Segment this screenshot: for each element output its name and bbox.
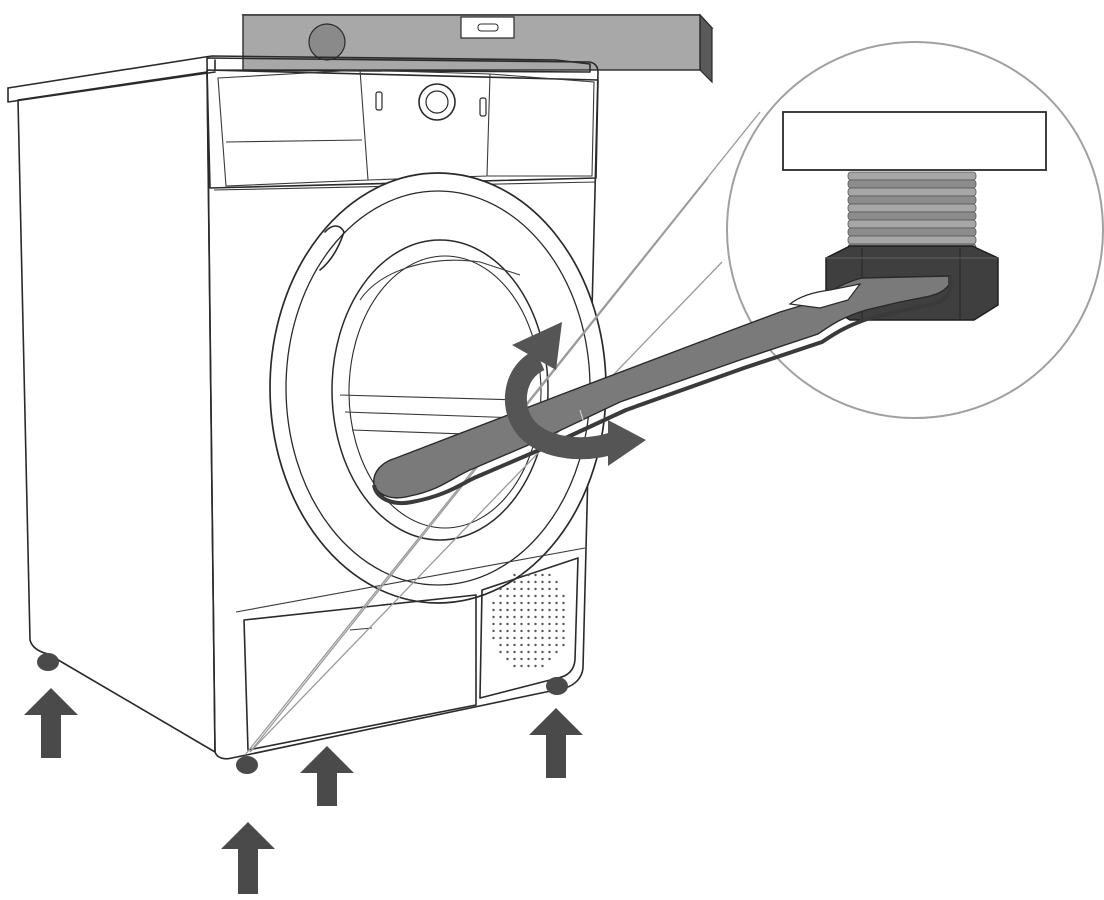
up-arrow-icon [221, 822, 275, 894]
indicator-light-left [375, 91, 383, 111]
up-arrow-icon [300, 746, 354, 806]
foot-rear-left [37, 653, 59, 671]
detail-circle [726, 41, 1104, 419]
door [269, 172, 607, 604]
foot-front-left [236, 756, 258, 774]
cabinet-base [782, 111, 1047, 171]
grille [492, 573, 565, 668]
up-arrow-icon [529, 708, 583, 778]
up-arrow-icon [24, 688, 78, 758]
rotate-arrow-icon [504, 322, 646, 466]
spirit-level-hole [308, 23, 346, 61]
wrench: 22 [372, 275, 953, 505]
indicator-light-right [479, 97, 487, 117]
foot-front-right [546, 677, 568, 695]
adjustable-foot-thread [847, 171, 977, 253]
program-knob [418, 83, 456, 121]
